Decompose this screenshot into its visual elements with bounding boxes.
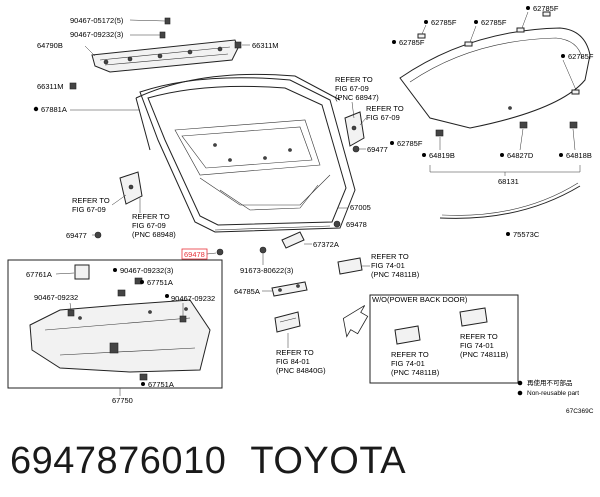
label-75573C: 75573C xyxy=(513,230,540,239)
ref-84-01-3: (PNC 84840G) xyxy=(276,366,326,375)
label-64827D: 64827D xyxy=(507,151,534,160)
part-caption: 6947876010 TOYOTA xyxy=(10,433,590,489)
trim-board xyxy=(29,299,211,373)
ref-67-09-b3: (PNC 68948) xyxy=(132,230,176,239)
label-67005: 67005 xyxy=(350,203,371,212)
label-67750: 67750 xyxy=(112,396,133,405)
ref-74-01-c2: FIG 74-01 xyxy=(460,341,494,350)
label-66311M-a: 66311M xyxy=(252,41,279,50)
ref-74-01-a3: (PNC 74811B) xyxy=(371,270,420,279)
label-90467-09232-left: 90467-09232 xyxy=(34,293,78,302)
label-64818B: 64818B xyxy=(566,151,592,160)
ref-74-01-b: REFER TO xyxy=(391,350,429,359)
moulding xyxy=(439,185,581,219)
label-62785F-1: 62785F xyxy=(431,18,457,27)
label-64790B: 64790B xyxy=(37,41,63,50)
label-64819B: 64819B xyxy=(429,151,455,160)
clip-icon xyxy=(234,41,242,49)
switch-part xyxy=(337,257,363,275)
legend-en-text: Non-reusable part xyxy=(527,390,579,397)
legend-jp-text: 再使用不可部品 xyxy=(527,378,573,387)
label-67761A: 67761A xyxy=(26,270,52,279)
ref-67-09-b2: FIG 67-09 xyxy=(132,221,166,230)
label-90467-09232-3: 90467-09232(3) xyxy=(70,30,124,39)
label-67751A-a: 67751A xyxy=(147,278,173,287)
ref-67-09-b: REFER TO xyxy=(132,212,170,221)
ref-67-09-d2: FIG 67-09 xyxy=(366,113,400,122)
wo-power-label: W/O(POWER BACK DOOR) xyxy=(372,295,468,304)
trim-clips xyxy=(67,264,187,381)
ref-74-01-c3: (PNC 74811B) xyxy=(460,350,509,359)
right-hinge xyxy=(344,111,365,147)
brand-name: TOYOTA xyxy=(250,440,407,482)
label-67751A-b: 67751A xyxy=(148,380,174,389)
direction-arrow-icon xyxy=(342,305,369,338)
ref-74-01-b3: (PNC 74811B) xyxy=(391,368,440,377)
ref-67-09-c3: (PNC 68947) xyxy=(335,93,379,102)
screw-icon xyxy=(159,31,166,39)
ref-67-09-c: REFER TO xyxy=(335,75,373,84)
clip-row xyxy=(435,121,578,137)
parts-diagram: 90467-05172(5) 90467-09232(3) 64790B 663… xyxy=(7,4,594,415)
label-67372A: 67372A xyxy=(313,240,339,249)
legend: 再使用不可部品 Non-reusable part 67C369C xyxy=(517,378,594,415)
ref-67-09-d: REFER TO xyxy=(366,104,404,113)
glass-stopper-icons xyxy=(417,11,580,95)
clip-icon xyxy=(69,82,77,90)
label-90467-09232-3b: 90467-09232(3) xyxy=(120,266,174,275)
weatherstrip xyxy=(135,73,341,101)
label-67881A: 67881A xyxy=(41,105,67,114)
left-hinge xyxy=(119,171,143,205)
back-door-panel xyxy=(139,77,356,233)
label-90467-09232-right: 90467-09232 xyxy=(171,294,215,303)
label-62785F-6: 62785F xyxy=(397,139,423,148)
bumper-stop-icon xyxy=(216,248,224,256)
wo-power-box xyxy=(369,294,519,384)
ref-67-09-c2: FIG 67-09 xyxy=(335,84,369,93)
ref-67-09-a2: FIG 67-09 xyxy=(72,205,106,214)
ref-74-01-b2: FIG 74-01 xyxy=(391,359,425,368)
label-64785A: 64785A xyxy=(234,287,260,296)
bracket-64785A xyxy=(271,281,308,297)
label-62785F-5: 62785F xyxy=(568,52,594,61)
ref-74-01-a2: FIG 74-01 xyxy=(371,261,405,270)
back-glass xyxy=(399,27,591,129)
screw-icon xyxy=(164,17,171,25)
label-62785F-4: 62785F xyxy=(399,38,425,47)
ref-74-01-c: REFER TO xyxy=(460,332,498,341)
label-69477-a: 69477 xyxy=(66,231,87,240)
label-90467-05172: 90467-05172(5) xyxy=(70,16,124,25)
part-number: 6947876010 xyxy=(10,440,227,482)
label-69478-highlight: 69478 xyxy=(184,250,205,259)
label-62785F-2: 62785F xyxy=(481,18,507,27)
ref-84-01: REFER TO xyxy=(276,348,314,357)
ref-84-01-2: FIG 84-01 xyxy=(276,357,310,366)
back-door-handle xyxy=(274,311,301,333)
striker-part xyxy=(259,231,305,254)
label-91673-80622: 91673-80622(3) xyxy=(240,266,294,275)
label-69477-b: 69477 xyxy=(367,145,388,154)
spoiler-part xyxy=(91,39,239,73)
diagram-code: 67C369C xyxy=(566,408,594,415)
label-69478-b: 69478 xyxy=(346,220,367,229)
trim-box xyxy=(7,259,223,389)
ref-67-09-a: REFER TO xyxy=(72,196,110,205)
switch-part-b xyxy=(394,307,488,345)
ref-74-01-a: REFER TO xyxy=(371,252,409,261)
label-66311M-b: 66311M xyxy=(37,82,64,91)
label-62785F-3: 62785F xyxy=(533,4,559,13)
label-68131: 68131 xyxy=(498,177,519,186)
